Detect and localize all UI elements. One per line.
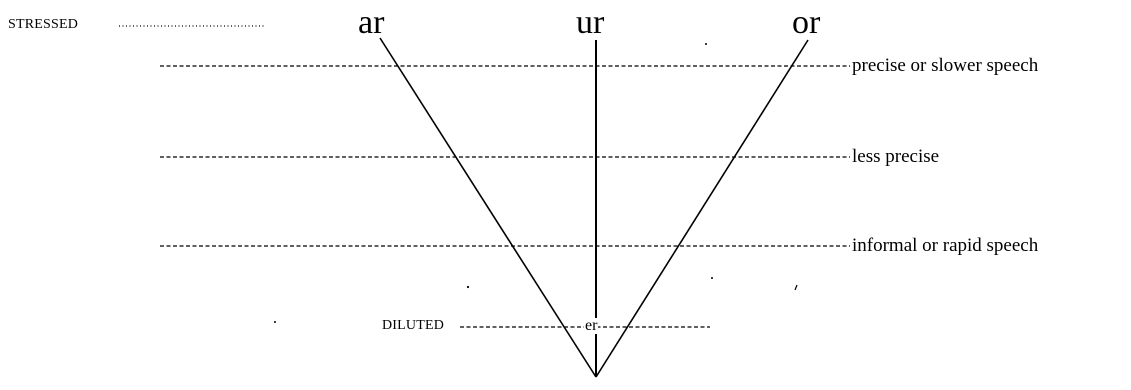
level-label-1: precise or slower speech [852, 55, 1039, 76]
vowel-or: or [792, 4, 821, 41]
speck [466, 285, 470, 289]
stressed-label: STRESSED [8, 17, 79, 32]
or-line [595, 39, 809, 378]
diluted-label: DILUTED [382, 318, 445, 333]
speck [794, 284, 798, 291]
speck [274, 321, 276, 323]
ar-line [379, 37, 597, 378]
speck [705, 43, 707, 45]
vowel-ar: ar [358, 4, 385, 41]
vowel-ur: ur [576, 4, 605, 41]
level-label-3: informal or rapid speech [852, 235, 1039, 256]
level-label-2: less precise [852, 146, 940, 167]
vowel-er: er [584, 317, 599, 334]
speck [711, 277, 713, 279]
